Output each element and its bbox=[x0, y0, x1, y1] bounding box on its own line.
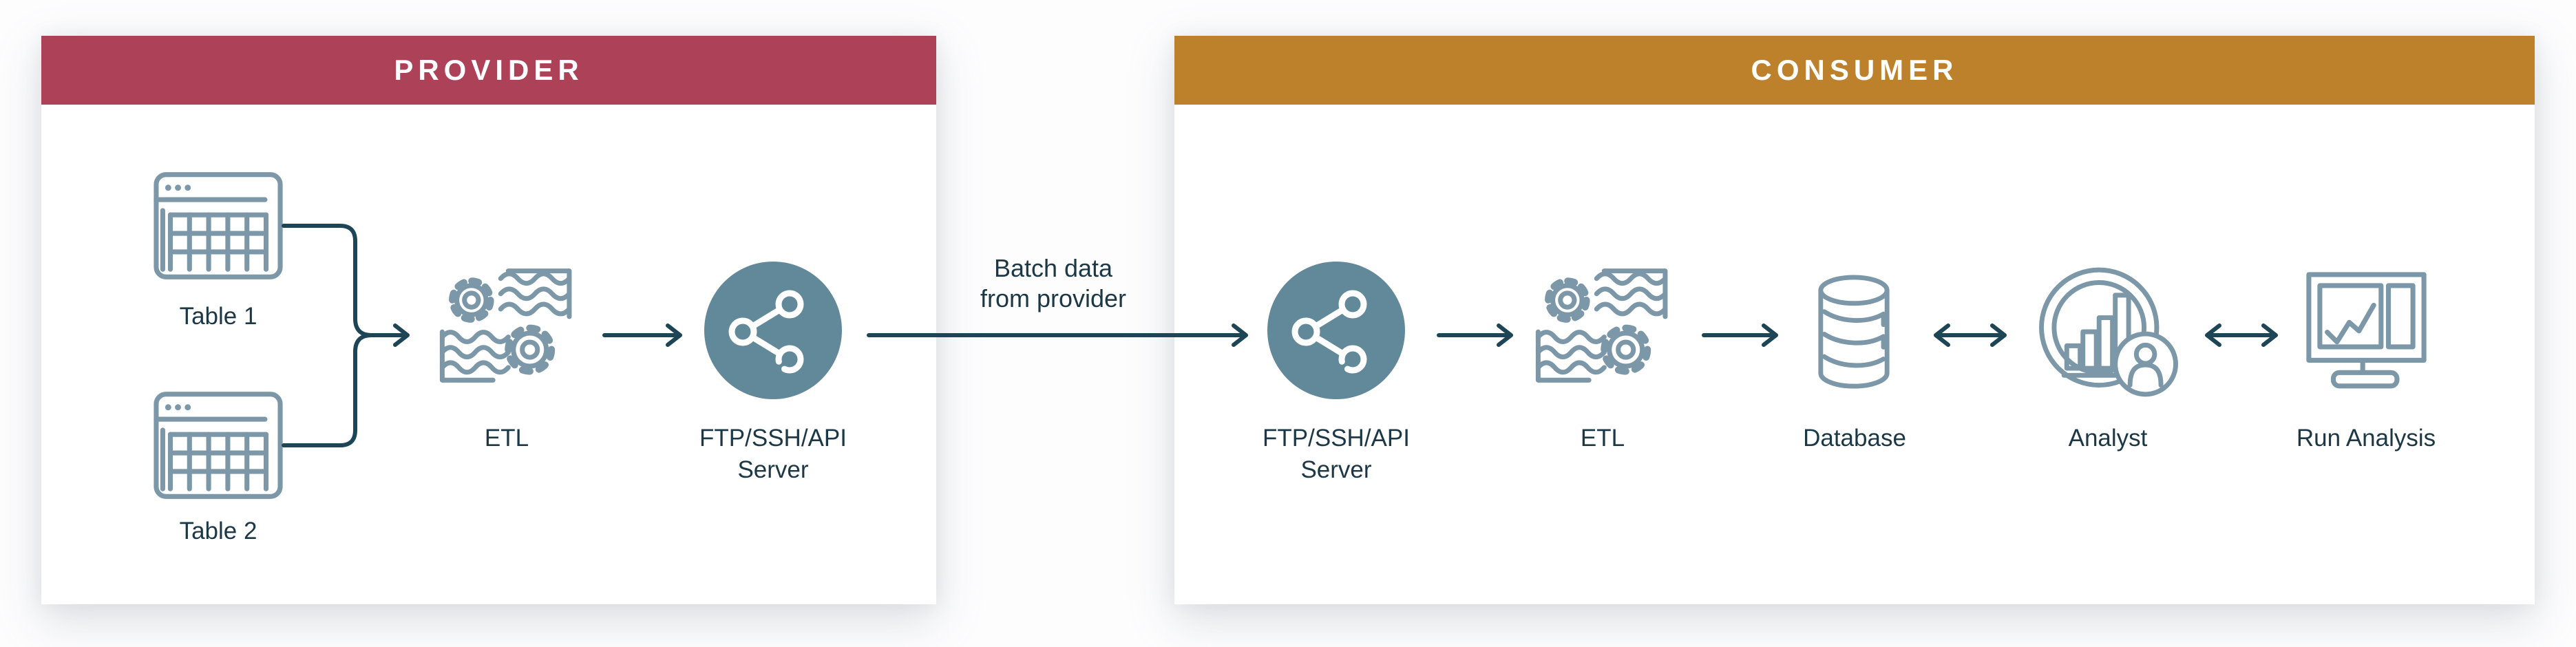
database-icon bbox=[1809, 273, 1899, 391]
provider-banner: PROVIDER bbox=[41, 36, 936, 105]
table1-browser-table-icon bbox=[153, 171, 284, 280]
database-label: Database bbox=[1803, 425, 1906, 452]
consumer-title: CONSUMER bbox=[1751, 54, 1959, 86]
analyst-chart-person-icon bbox=[2034, 266, 2182, 399]
consumer-server-label-line1: FTP/SSH/API bbox=[1263, 425, 1410, 452]
provider-share-network-icon bbox=[728, 290, 804, 374]
provider-title: PROVIDER bbox=[394, 54, 584, 86]
provider-server-circle bbox=[704, 262, 842, 399]
analyst-label: Analyst bbox=[2068, 425, 2148, 452]
consumer-etl-gears-icon bbox=[1533, 266, 1673, 393]
run-analysis-label: Run Analysis bbox=[2296, 425, 2436, 452]
consumer-share-network-icon bbox=[1291, 290, 1367, 374]
consumer-etl-label: ETL bbox=[1580, 425, 1625, 452]
batch-data-label-line1: Batch data bbox=[993, 254, 1113, 282]
table1-label: Table 1 bbox=[179, 303, 257, 330]
consumer-panel: CONSUMER FTP/SSH/API Server bbox=[1174, 36, 2535, 604]
table2-browser-table-icon bbox=[153, 391, 284, 500]
provider-panel: PROVIDER Table 1 bbox=[41, 36, 936, 604]
consumer-server-label: FTP/SSH/API Server bbox=[1263, 423, 1410, 486]
consumer-server-circle bbox=[1267, 262, 1405, 399]
table2-label: Table 2 bbox=[179, 518, 257, 544]
consumer-server-label-line2: Server bbox=[1300, 456, 1372, 483]
provider-server-label-line2: Server bbox=[737, 456, 809, 483]
batch-data-label: Batch data from provider bbox=[980, 253, 1126, 314]
batch-data-label-line2: from provider bbox=[980, 284, 1127, 312]
provider-etl-gears-icon bbox=[437, 266, 577, 393]
monitor-chart-icon bbox=[2303, 268, 2430, 391]
provider-server-label: FTP/SSH/API Server bbox=[699, 423, 847, 486]
provider-server-label-line1: FTP/SSH/API bbox=[699, 425, 847, 452]
consumer-banner: CONSUMER bbox=[1174, 36, 2535, 105]
provider-etl-label: ETL bbox=[484, 425, 529, 452]
